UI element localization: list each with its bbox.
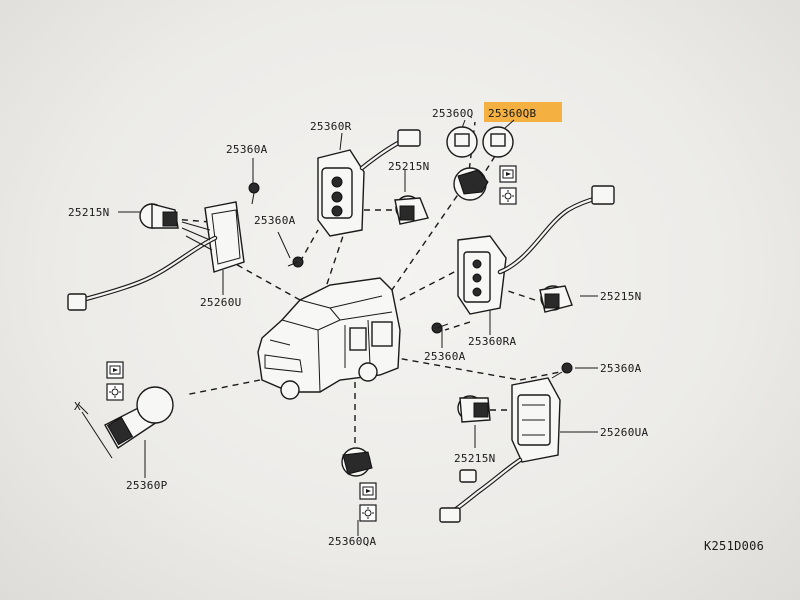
bulb-socket-right (539, 285, 573, 313)
reverse-light-icon (359, 482, 377, 500)
leader-lines (118, 119, 598, 536)
part-label-25360A-4: 25360A (600, 362, 642, 375)
part-label-25360Q: 25360Q (432, 107, 474, 120)
sun-light-icon (359, 504, 377, 522)
bulb-socket-lower (457, 395, 491, 423)
part-label-25360P: 25360P (126, 479, 168, 492)
sun-light-icon (106, 383, 124, 401)
socket-25360QA (341, 447, 373, 477)
screw-1 (248, 182, 260, 205)
bulb-25360Q (446, 126, 478, 158)
part-label-25360R: 25360R (310, 120, 352, 133)
screw-4 (551, 362, 573, 379)
connection-lines (159, 121, 561, 445)
part-label-25215N-left: 25215N (68, 206, 110, 219)
van-illustration (257, 277, 401, 400)
part-label-25360RA: 25360RA (468, 335, 517, 348)
part-label-25260UA: 25260UA (600, 426, 649, 439)
axis-x-mark: X (74, 400, 81, 413)
reverse-light-icon (106, 361, 124, 379)
lamp-housing-25260UA (439, 377, 561, 523)
rear-lamp-25360R (317, 129, 421, 237)
part-label-25215N-top: 25215N (388, 160, 430, 173)
part-label-25360QA: 25360QA (328, 535, 377, 548)
bulb-socket-top (394, 195, 429, 225)
screw-3 (431, 322, 449, 334)
part-label-25360A-1: 25360A (226, 143, 268, 156)
part-label-25260U: 25260U (200, 296, 242, 309)
bulb-25360P (77, 386, 174, 459)
diagram-code: K251D006 (704, 539, 764, 553)
part-label-25215N-right: 25215N (600, 290, 642, 303)
socket-top (453, 167, 489, 201)
rear-lamp-25360RA (457, 185, 615, 315)
part-label-25360A-2: 25360A (254, 214, 296, 227)
lamp-housing-25260U (67, 201, 245, 311)
reverse-light-icon (499, 165, 517, 183)
bulb-25360QB (482, 126, 514, 158)
part-label-25215N-lower: 25215N (454, 452, 496, 465)
part-label-25360A-3: 25360A (424, 350, 466, 363)
sun-light-icon (499, 187, 517, 205)
bulb-socket-left (139, 203, 179, 229)
part-number-highlight (484, 102, 562, 122)
part-label-25360QB: 25360QB (488, 107, 537, 120)
screw-2 (287, 256, 304, 268)
